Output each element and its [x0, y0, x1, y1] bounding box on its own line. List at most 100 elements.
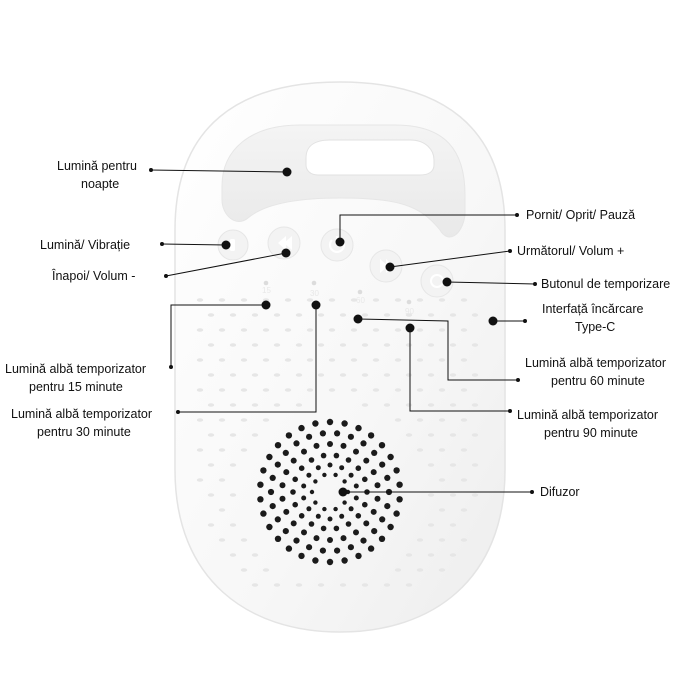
speaker-hole [334, 547, 341, 554]
speaker-hole [322, 472, 327, 478]
speaker-hole [283, 469, 290, 476]
speaker-hole [260, 510, 267, 517]
speaker-hole [353, 483, 359, 489]
label-night-light-line1: Lumină pentru [57, 159, 137, 173]
speaker-hole [396, 496, 403, 503]
surface-dot [317, 343, 325, 347]
leader-lines [149, 169, 536, 493]
led-15 [263, 280, 269, 286]
surface-dot [460, 388, 468, 392]
speaker-hole [301, 448, 307, 455]
surface-dot [383, 583, 391, 587]
speaker-hole [379, 461, 386, 468]
speaker-hole [384, 503, 391, 510]
led-30 [311, 280, 317, 286]
speaker-hole [327, 462, 333, 468]
speaker-hole [345, 521, 352, 527]
surface-dot [317, 313, 325, 317]
speaker-hole [312, 557, 319, 564]
surface-dot [262, 418, 270, 422]
surface-dot [196, 478, 204, 482]
label-next-volume: Următorul/ Volum + [517, 244, 624, 258]
surface-dot [438, 448, 446, 452]
surface-dot [350, 328, 358, 332]
surface-dot [427, 403, 435, 407]
speaker-hole [320, 452, 327, 459]
label-charging-line2: Type-C [575, 320, 615, 334]
speaker-hole [334, 430, 341, 437]
surface-dot [427, 553, 435, 557]
speaker-hole [306, 472, 312, 478]
surface-dot [273, 583, 281, 587]
surface-dot [218, 538, 226, 542]
surface-dot [449, 403, 457, 407]
speaker-hole [313, 535, 320, 542]
surface-dot [328, 298, 336, 302]
surface-dot [251, 313, 259, 317]
speaker-hole [362, 476, 368, 483]
surface-dot [372, 328, 380, 332]
surface-dot [383, 343, 391, 347]
speaker-hole [374, 495, 381, 502]
surface-dot [284, 298, 292, 302]
surface-dot [361, 343, 369, 347]
timer-button[interactable] [420, 264, 454, 298]
speaker-hole [333, 525, 340, 532]
surface-dot [427, 493, 435, 497]
speaker-hole [290, 520, 297, 527]
speaker-hole [269, 474, 276, 481]
surface-dot [438, 508, 446, 512]
back-volume-button[interactable] [267, 226, 301, 260]
handle-hole [305, 139, 435, 176]
surface-dot [306, 388, 314, 392]
surface-dot [438, 328, 446, 332]
surface-dot [317, 583, 325, 587]
surface-dot [394, 418, 402, 422]
label-charging-line1: Interfață încărcare [542, 302, 643, 316]
speaker-hole [306, 506, 312, 512]
surface-dot [394, 568, 402, 572]
surface-dot [372, 358, 380, 362]
speaker-hole [374, 482, 381, 489]
surface-dot [405, 553, 413, 557]
speaker-hole [378, 442, 386, 449]
speaker-hole [333, 452, 340, 459]
speaker-hole [393, 510, 400, 517]
speaker-hole [306, 433, 313, 440]
surface-dot [295, 403, 303, 407]
surface-dot [372, 388, 380, 392]
speaker-hole [341, 557, 348, 564]
speaker-hole [319, 547, 326, 554]
surface-dot [460, 418, 468, 422]
surface-dot [262, 388, 270, 392]
speaker-hole [309, 489, 315, 495]
surface-dot [427, 343, 435, 347]
surface-dot [350, 388, 358, 392]
surface-dot [460, 448, 468, 452]
speaker-hole [298, 424, 305, 432]
device-body [174, 81, 506, 633]
speaker-hole [353, 529, 359, 536]
surface-dot [262, 358, 270, 362]
speaker-hole [312, 420, 319, 427]
surface-dot [240, 298, 248, 302]
surface-dot [471, 403, 479, 407]
surface-dot [460, 538, 468, 542]
surface-dot [339, 313, 347, 317]
surface-dot [449, 373, 457, 377]
surface-dot [229, 373, 237, 377]
back-volume-button-icon [278, 236, 292, 250]
surface-dot [438, 478, 446, 482]
surface-dot [218, 448, 226, 452]
surface-dot [196, 448, 204, 452]
speaker-hole [371, 528, 378, 535]
speaker-hole [340, 535, 347, 542]
surface-dot [427, 373, 435, 377]
surface-dot [229, 343, 237, 347]
speaker-hole [355, 465, 362, 472]
surface-dot [350, 298, 358, 302]
surface-dot [394, 358, 402, 362]
surface-dot [449, 343, 457, 347]
surface-dot [328, 388, 336, 392]
surface-dot [471, 373, 479, 377]
